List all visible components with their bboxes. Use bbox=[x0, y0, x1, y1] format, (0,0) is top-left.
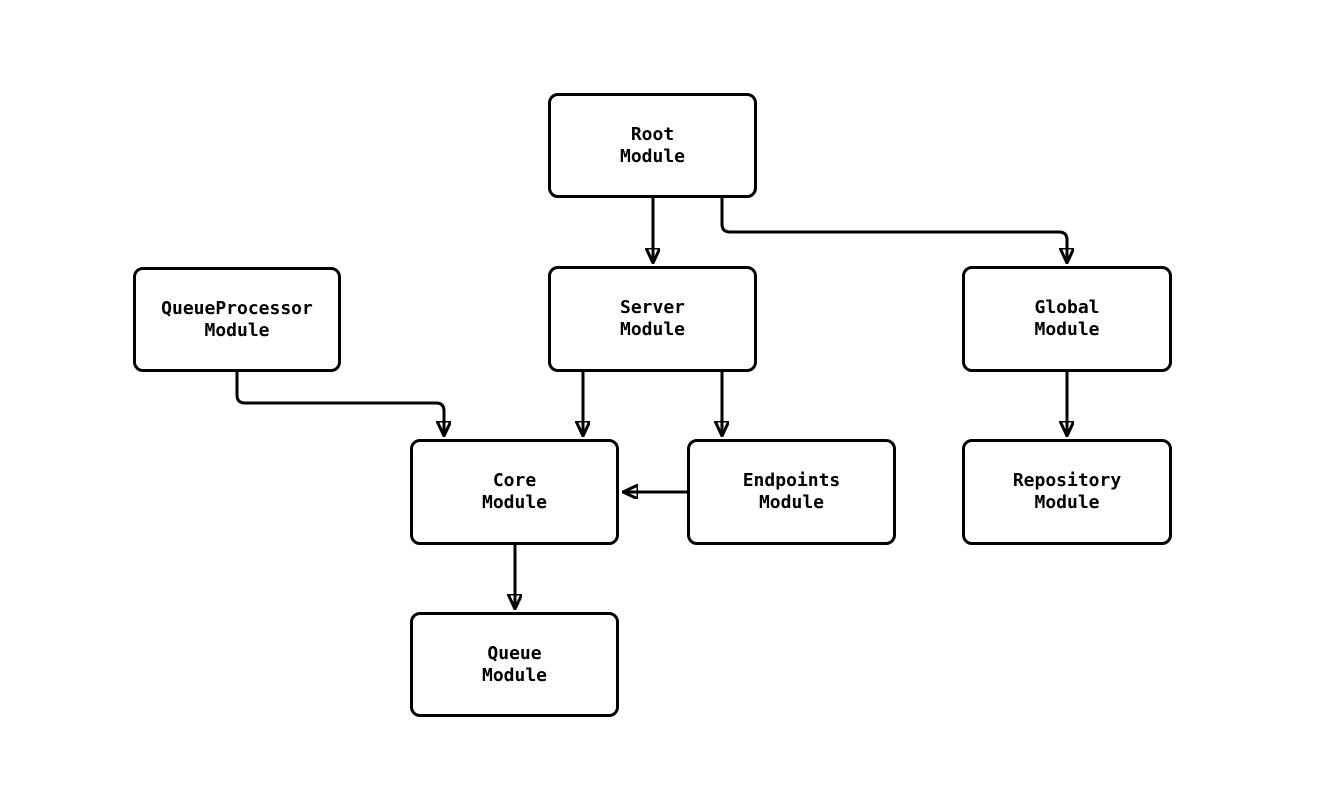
edge-root-to-global bbox=[720, 198, 1067, 263]
node-queueprocessor-module-label: QueueProcessor Module bbox=[161, 297, 313, 341]
node-endpoints-module-label: Endpoints Module bbox=[742, 470, 841, 513]
node-root-module-label: Root Module bbox=[619, 123, 686, 167]
node-queue-module: Queue Module bbox=[410, 612, 619, 717]
node-global-module-label: Global Module bbox=[1034, 297, 1100, 340]
node-core-module-label: Core Module bbox=[481, 470, 548, 513]
node-core-module: Core Module bbox=[410, 439, 619, 545]
node-root-module: Root Module bbox=[548, 93, 757, 198]
node-repository-module: Repository Module bbox=[962, 439, 1172, 545]
node-server-module: Server Module bbox=[548, 266, 757, 372]
edge-queueprocessor-to-core bbox=[235, 372, 444, 436]
node-queueprocessor-module: QueueProcessor Module bbox=[133, 267, 341, 372]
node-endpoints-module: Endpoints Module bbox=[687, 439, 896, 545]
node-server-module-label: Server Module bbox=[619, 297, 686, 340]
node-queue-module-label: Queue Module bbox=[481, 642, 548, 686]
node-repository-module-label: Repository Module bbox=[1012, 470, 1122, 513]
node-global-module: Global Module bbox=[962, 266, 1172, 372]
